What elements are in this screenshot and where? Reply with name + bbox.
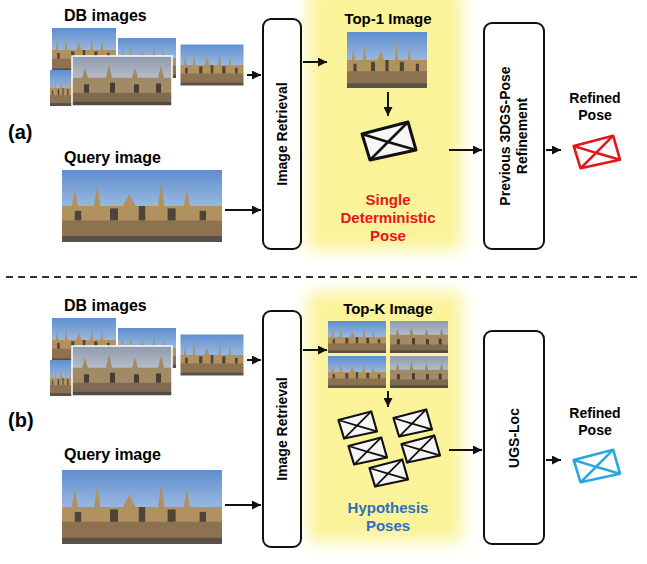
heading-label: Refined Pose — [562, 90, 628, 124]
heading-label: Top-1 Image — [344, 10, 431, 28]
flow-arrow — [247, 359, 261, 361]
highlight-region: Top-1 ImageSingle Deterministic Pose — [328, 10, 448, 245]
flow-arrow — [225, 209, 261, 211]
heading-label: DB images — [64, 296, 147, 315]
process-box: Image Retrieval — [262, 310, 302, 548]
box-label: UGS-Loc — [506, 337, 523, 538]
image-group: DB images — [50, 296, 246, 398]
box-label: Image Retrieval — [274, 25, 291, 243]
flow-arrow — [303, 61, 327, 63]
heading-label: Refined Pose — [562, 405, 628, 439]
output-pose: Refined Pose — [562, 90, 628, 175]
process-box: Previous 3DGS-Pose Refinement — [483, 22, 545, 250]
flow-arrow — [449, 449, 482, 451]
flow-arrow — [303, 349, 327, 351]
flow-arrow — [449, 149, 482, 151]
flow-arrow — [546, 149, 561, 151]
box-label: Image Retrieval — [274, 317, 291, 541]
panel-label: (a) — [8, 120, 32, 144]
panel-label: (b) — [8, 408, 34, 432]
box-label: Previous 3DGS-Pose Refinement — [497, 29, 531, 243]
image-group: Query image — [60, 148, 224, 244]
heading-label: Top-K Image — [343, 300, 433, 318]
output-pose: Refined Pose — [562, 405, 628, 490]
highlight-region: Top-K ImageHypothesis Poses — [328, 300, 448, 535]
heading-label: Query image — [64, 148, 161, 167]
body-label: Single Deterministic Pose — [328, 191, 448, 245]
heading-label: DB images — [64, 6, 147, 25]
image-group: DB images — [50, 6, 246, 108]
process-box: UGS-Loc — [483, 330, 545, 545]
body-label: Hypothesis Poses — [328, 499, 448, 535]
image-group: Query image — [60, 445, 224, 547]
heading-label: Query image — [64, 445, 161, 464]
flow-arrow — [247, 74, 261, 76]
process-box: Image Retrieval — [262, 18, 302, 250]
flow-arrow — [225, 504, 261, 506]
flow-arrow — [546, 459, 561, 461]
